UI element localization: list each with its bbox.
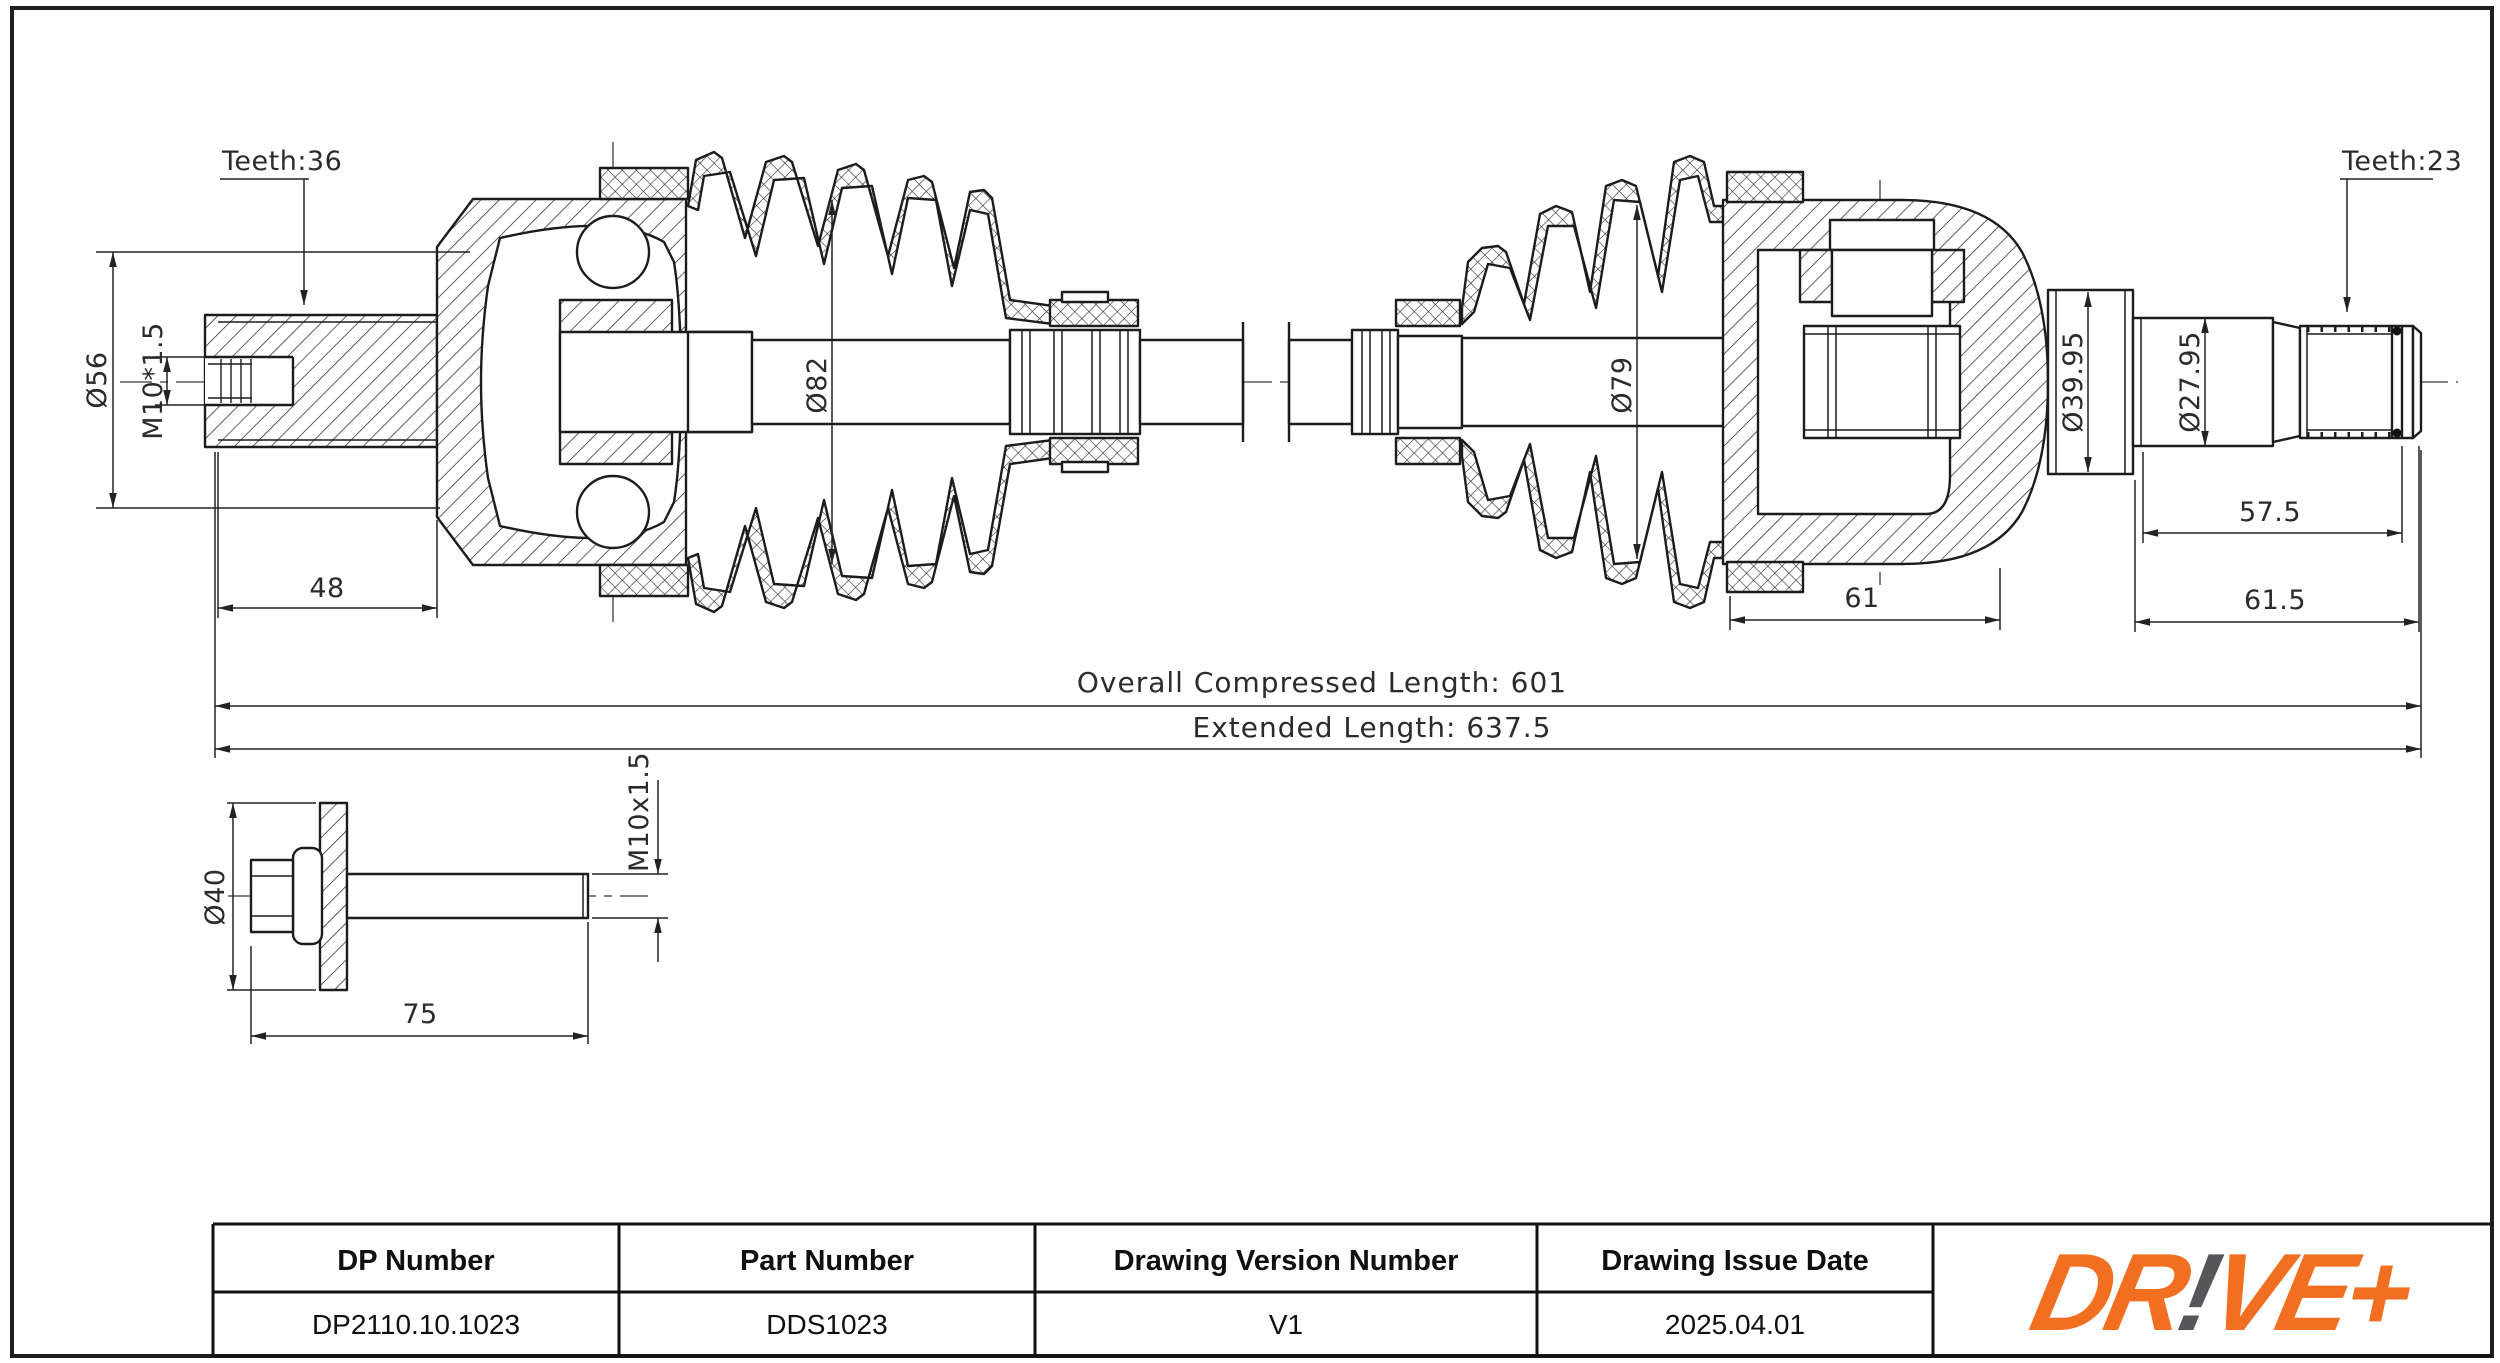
label-overall-length: Overall Compressed Length: 601 (1077, 666, 1567, 699)
bolt-shank (345, 872, 590, 920)
label-len575: 57.5 (2239, 497, 2301, 528)
label-bolt-thread: M10x1.5 (624, 752, 655, 872)
table-header-issue-date: Drawing Issue Date (1601, 1245, 1869, 1277)
inner-cv-joint (1721, 170, 2050, 594)
label-len61: 61 (1844, 583, 1879, 614)
boot-clamp-left-top (598, 166, 690, 201)
label-dia2795: Ø27.95 (2175, 331, 2206, 433)
label-extended-length: Extended Length: 637.5 (1193, 711, 1552, 744)
outer-joint-stub (203, 313, 439, 449)
cv-ball-top (575, 214, 651, 290)
label-len48: 48 (309, 573, 344, 604)
bolt-head (249, 858, 295, 934)
label-bolt-length: 75 (402, 999, 437, 1030)
boot-clamp-right-bottom (1725, 560, 1805, 594)
right-stub-shaft (2046, 288, 2423, 476)
table-header-part-number: Part Number (740, 1245, 914, 1277)
dimensions (96, 178, 2433, 1044)
boot-right (1394, 154, 1725, 610)
table-value-drawing-version: V1 (1269, 1309, 1303, 1340)
table-value-issue-date: 2025.04.01 (1665, 1309, 1805, 1340)
logo-dr: DR (2022, 1230, 2201, 1354)
label-dia79: Ø79 (1607, 356, 1638, 413)
label-dia56: Ø56 (82, 351, 113, 408)
table-value-part-number: DDS1023 (766, 1309, 887, 1340)
tripod-hub (1802, 324, 1962, 440)
circlip-groove-dot (2392, 326, 2402, 336)
label-bolt-dia: Ø40 (200, 868, 231, 925)
label-teeth-right: Teeth:23 (2341, 146, 2462, 177)
label-len615: 61.5 (2244, 585, 2306, 616)
tripod-roller-cap (1828, 218, 1936, 252)
label-teeth-left: Teeth:36 (221, 146, 342, 177)
table-value-dp-number: DP2110.10.1023 (312, 1309, 520, 1340)
brand-logo: DR!VE+ (2022, 1230, 2423, 1354)
tripod-roller (1830, 248, 1934, 318)
svg-text:DR!VE+: DR!VE+ (2022, 1230, 2423, 1354)
axle-shaft (686, 322, 1732, 442)
table-header-dp-number: DP Number (337, 1245, 494, 1277)
boot-left (686, 150, 1140, 614)
logo-ve-plus: VE+ (2199, 1230, 2422, 1354)
label-dia82: Ø82 (802, 356, 833, 413)
table-header-drawing-version: Drawing Version Number (1114, 1245, 1459, 1277)
label-dia3995: Ø39.95 (2058, 331, 2089, 433)
bolt-washer (318, 801, 349, 992)
spline-section (2298, 324, 2415, 440)
title-block (211, 1222, 2492, 1358)
cv-ball-bottom (575, 474, 651, 550)
circlip-groove-dot (2392, 428, 2402, 438)
bolt-flange (291, 846, 324, 946)
label-thread-left: M10*1.5 (138, 322, 169, 440)
boot-clamp-right-top (1725, 170, 1805, 204)
boot-clamp-left-bottom (598, 563, 690, 598)
bolt-detail-drawing (249, 801, 590, 992)
